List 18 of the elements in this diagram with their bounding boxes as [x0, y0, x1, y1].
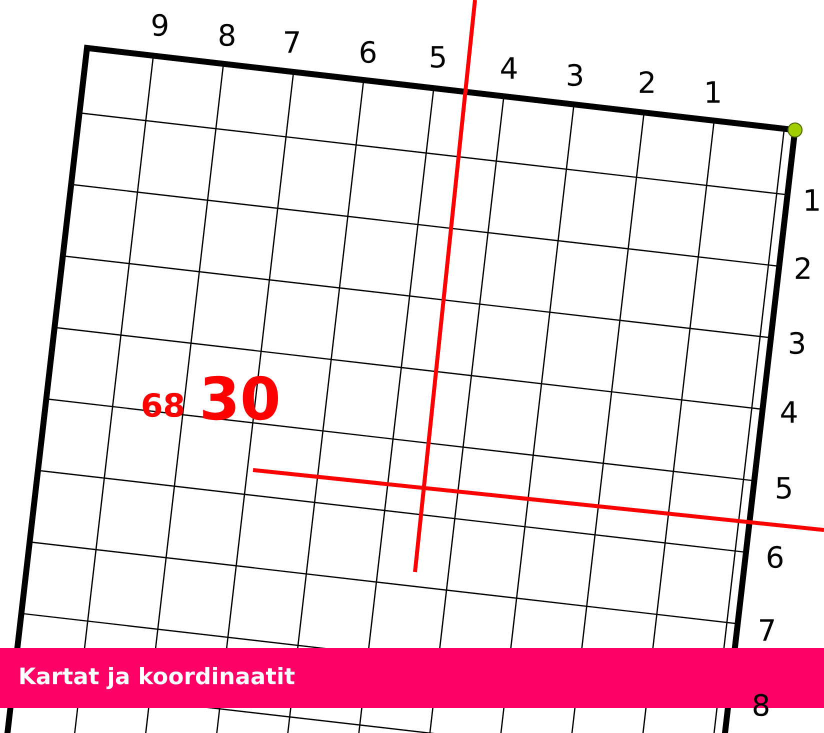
- grid-number: 3: [568, 64, 582, 86]
- grid-number: 8: [220, 24, 234, 46]
- grid-number: 4: [781, 401, 797, 423]
- grid-number: 2: [640, 71, 654, 93]
- grid-number: 5: [430, 46, 445, 68]
- grid-number: 5: [776, 477, 791, 499]
- grid-number: 6: [768, 546, 782, 568]
- footer-text: Kartat ja koordinaatit: [20, 666, 295, 690]
- grid-number: 2: [796, 257, 810, 279]
- coordinate-digits: 68: [142, 392, 184, 418]
- grid-number: 7: [285, 31, 299, 53]
- grid-number: 9: [152, 14, 168, 36]
- grid-number: 3: [790, 332, 804, 354]
- grid-number: 4: [501, 57, 517, 79]
- grid-number: 7: [760, 619, 774, 641]
- grid-number: 1: [806, 189, 819, 211]
- grid-number: 6: [360, 40, 376, 64]
- grid-number: 1: [706, 81, 720, 103]
